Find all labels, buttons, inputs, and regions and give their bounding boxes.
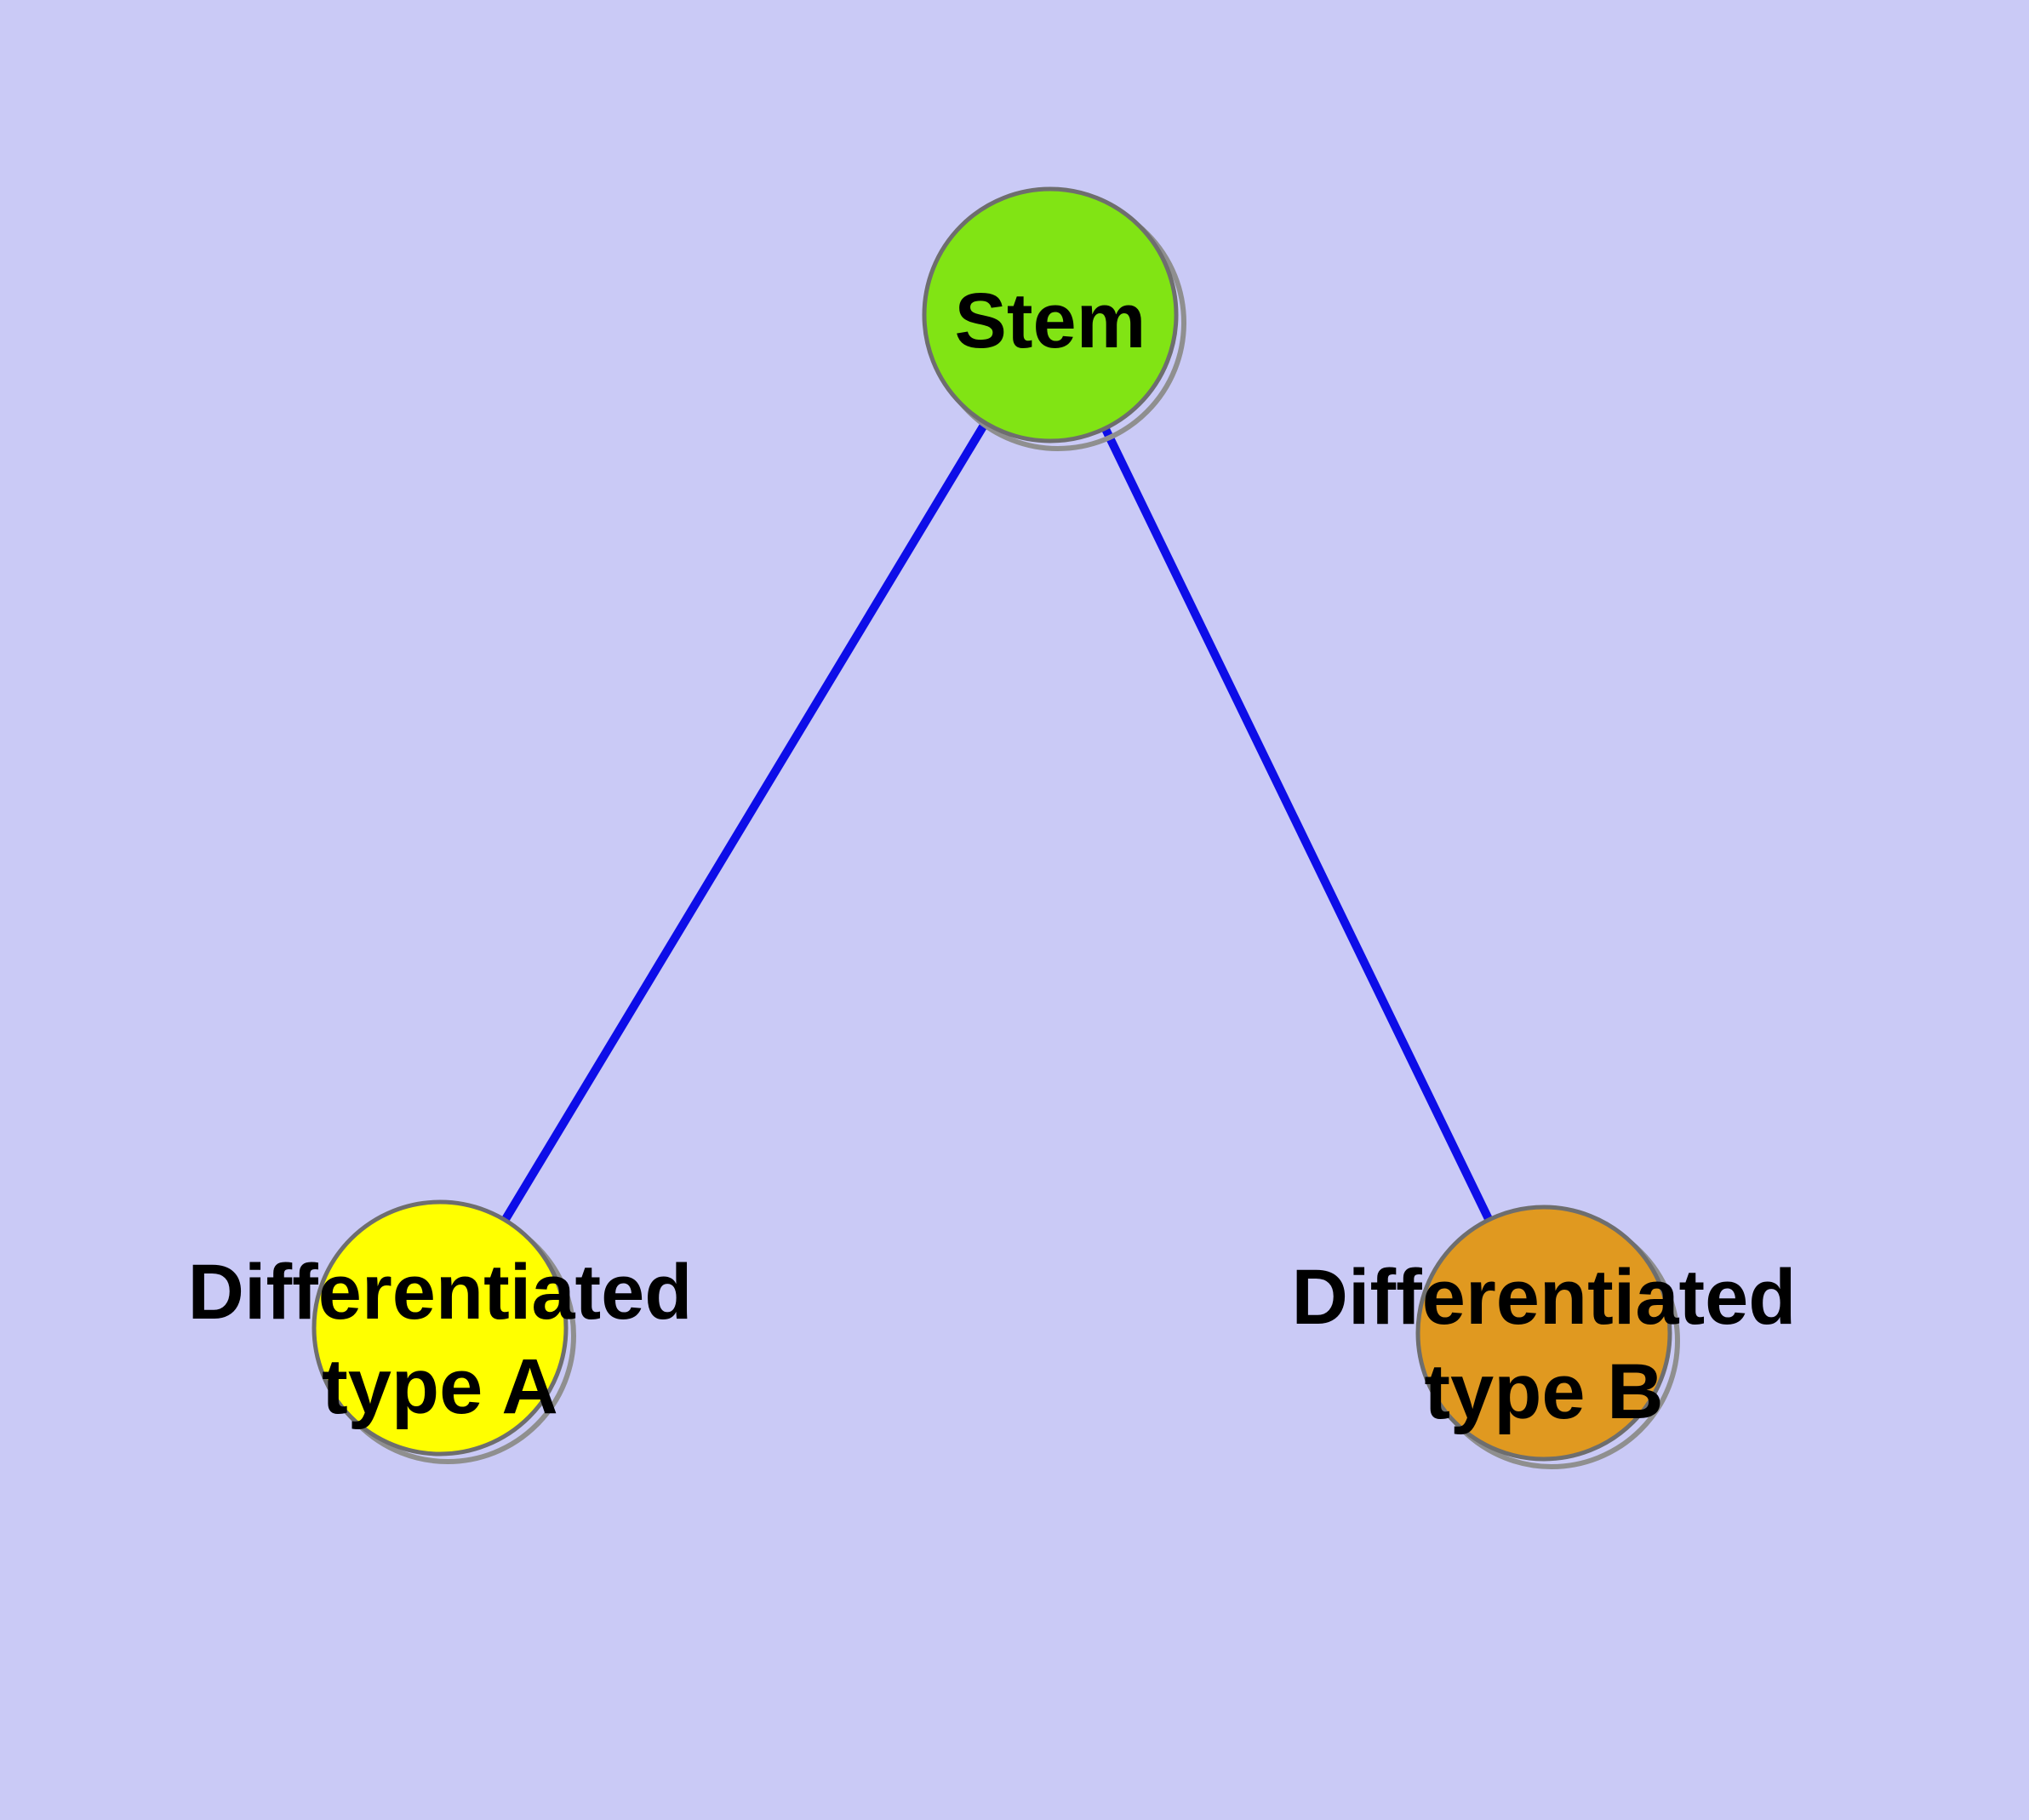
node-stem: Stem bbox=[922, 186, 1186, 451]
edge-stem-to-typeA bbox=[436, 312, 1055, 1331]
node-typeB-circle bbox=[1415, 1205, 1672, 1462]
node-stem-circle bbox=[922, 186, 1179, 444]
node-typeB: Differentiated type B bbox=[1292, 1205, 1797, 1469]
node-typeB-label-line1: Differentiated bbox=[1292, 1254, 1797, 1341]
edge-group bbox=[436, 312, 1548, 1336]
node-typeA: Differentiated type A bbox=[188, 1199, 693, 1464]
node-stem-label: Stem bbox=[955, 278, 1146, 364]
edge-stem-to-typeB bbox=[1046, 312, 1548, 1336]
node-typeA-label-line1: Differentiated bbox=[188, 1249, 693, 1336]
node-typeA-label-line2: type A bbox=[322, 1343, 558, 1430]
node-typeA-circle bbox=[311, 1199, 569, 1457]
node-typeB-label-line2: type B bbox=[1424, 1348, 1663, 1435]
